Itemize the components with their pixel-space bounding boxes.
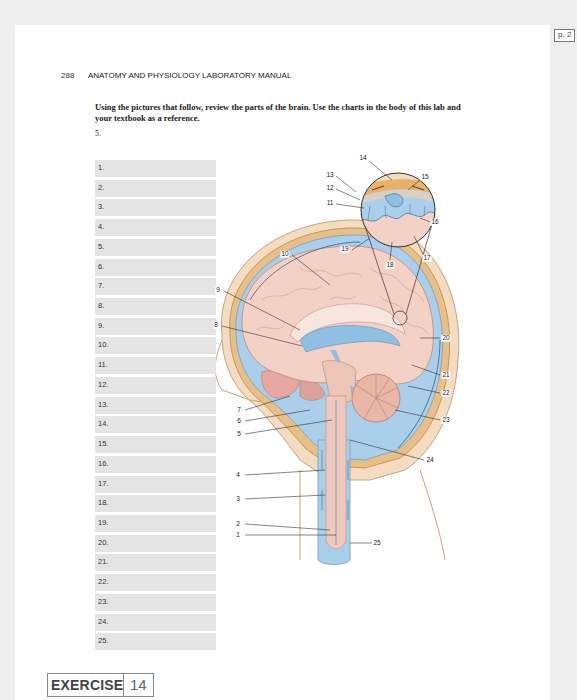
callout-number: 23 [441, 417, 450, 424]
callout-number: 7 [236, 407, 242, 414]
box-label: 11. [98, 361, 216, 369]
box-label: 22. [98, 578, 216, 586]
callout-number: 25 [372, 540, 381, 547]
callout-number: 24 [425, 457, 434, 464]
callout-number: 20 [441, 335, 450, 342]
answer-row: 15. [95, 436, 216, 453]
callout-number: 18 [385, 262, 394, 269]
callout-number: 14 [358, 155, 367, 162]
callout-number: 1 [235, 532, 241, 539]
box-label: 4. [98, 223, 216, 231]
box-label: 19. [98, 519, 216, 527]
box-label: 15. [98, 440, 216, 448]
answer-row: 22. [95, 574, 216, 591]
callout-number: 6 [236, 418, 242, 425]
answer-row: 7. [95, 278, 216, 295]
callout-number: 4 [235, 472, 241, 479]
answer-row: 5. [95, 239, 216, 256]
answer-row: 14. [95, 416, 216, 433]
callout-number: 16 [430, 219, 439, 226]
answer-row: 1. [95, 160, 216, 177]
box-label: 24. [98, 618, 216, 626]
box-label: 3. [98, 203, 216, 211]
box-label: 5. [98, 243, 216, 251]
callout-number: 19 [340, 246, 349, 253]
answer-row: 10. [95, 337, 216, 354]
answer-row: 13. [95, 397, 216, 414]
page-number-box: p. 2 [554, 29, 575, 42]
question-number: 5. [95, 129, 101, 138]
answer-row: 21. [95, 554, 216, 571]
callout-number: 13 [325, 172, 334, 179]
callout-number: 21 [441, 372, 450, 379]
answer-row: 8. [95, 298, 216, 315]
box-label: p. 2 [558, 31, 571, 40]
answer-row: 17. [95, 476, 216, 493]
answer-row: 23. [95, 594, 216, 611]
page-number: 288 [61, 71, 74, 80]
exercise-number-box: 14 [123, 673, 154, 697]
box-label: 6. [98, 263, 216, 271]
callout-number: 9 [215, 287, 221, 294]
answer-row: 9. [95, 318, 216, 335]
answer-row: 2. [95, 180, 216, 197]
callout-number: 22 [441, 390, 450, 397]
answer-row: 20. [95, 535, 216, 552]
instruction-text: Using the pictures that follow, review t… [95, 102, 465, 123]
callout-number: 5 [236, 431, 242, 438]
answer-row: 25. [95, 633, 216, 650]
box-label: 10. [98, 341, 216, 349]
callout-number: 12 [325, 185, 334, 192]
box-label: 9. [98, 322, 216, 330]
box-label: 7. [98, 282, 216, 290]
box-label: 14. [98, 420, 216, 428]
answer-row: 4. [95, 219, 216, 236]
callout-number: 15 [420, 174, 429, 181]
callout-number: 17 [422, 255, 431, 262]
box-label: 18. [98, 499, 216, 507]
callout-number: 11 [326, 200, 335, 207]
answer-row: 19. [95, 515, 216, 532]
answer-row: 16. [95, 456, 216, 473]
exercise-box: EXERCISE [47, 673, 127, 697]
box-label: 1. [98, 164, 216, 172]
answer-row: 6. [95, 259, 216, 276]
box-label: 8. [98, 302, 216, 310]
box-label: 21. [98, 558, 216, 566]
callout-number: 3 [235, 496, 241, 503]
box-label: 16. [98, 460, 216, 468]
box-label: 13. [98, 401, 216, 409]
box-label: 14 [130, 677, 147, 694]
callout-number: 2 [235, 521, 241, 528]
answer-row: 18. [95, 495, 216, 512]
callout-number: 8 [213, 322, 219, 329]
running-header: ANATOMY AND PHYSIOLOGY LABORATORY MANUAL [88, 71, 291, 80]
answer-row: 24. [95, 614, 216, 631]
box-label: 12. [98, 381, 216, 389]
box-label: 20. [98, 539, 216, 547]
answer-row: 3. [95, 199, 216, 216]
box-label: 25. [98, 637, 216, 645]
answer-row: 12. [95, 377, 216, 394]
box-label: 23. [98, 598, 216, 606]
box-label: EXERCISE [51, 678, 123, 693]
box-label: 2. [98, 184, 216, 192]
box-label: 17. [98, 480, 216, 488]
callout-number: 10 [280, 251, 289, 258]
answer-row: 11. [95, 357, 216, 374]
